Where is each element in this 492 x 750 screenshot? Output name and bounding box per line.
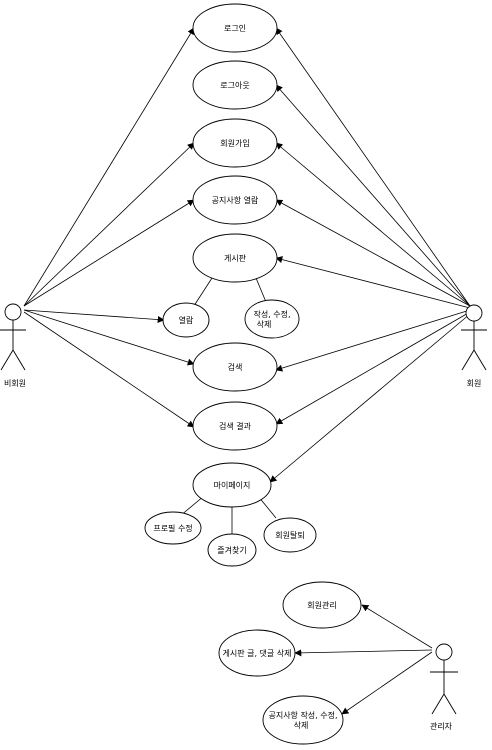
usecase-notice-manage-label-1: 공지사항 작성, 수정, [268,710,337,720]
usecase-board-write-label-1: 작성, 수정, [253,309,290,319]
usecase-mypage-label: 마이페이지 [214,480,251,490]
edge-guest-search-result [23,311,195,428]
actor-guest[interactable]: 비회원 [0,303,26,388]
usecase-member-manage-label: 회원관리 [307,600,336,610]
usecase-board-write[interactable]: 작성, 수정, 삭제 [244,299,300,339]
actor-member-label: 회원 [467,379,482,388]
edge-mypage-profile [179,495,205,517]
actor-guest-label: 비회원 [4,379,26,388]
usecase-mypage[interactable]: 마이페이지 [192,462,272,508]
usecase-withdraw-label: 회원탈퇴 [275,530,304,540]
usecase-search-label: 검색 [228,362,243,372]
actor-member-head [465,304,483,322]
actor-admin-label: 관리자 [430,721,453,731]
usecase-withdraw[interactable]: 회원탈퇴 [263,517,317,553]
member-associations [269,27,471,483]
edge-member-signup [275,142,471,307]
edge-member-login [275,27,471,307]
edge-admin-member-manage [361,604,433,649]
usecase-notice-manage[interactable]: 공지사항 작성, 수정, 삭제 [262,695,344,745]
usecase-favorites-label: 즐겨찾기 [217,545,246,555]
usecase-search-result[interactable]: 검색 결과 [192,401,278,451]
edge-member-mypage [269,313,471,483]
actor-admin[interactable]: 관리자 [430,643,458,731]
edge-member-search-result [275,311,471,425]
edge-admin-notice-manage [341,651,433,715]
usecase-logout[interactable]: 로그아웃 [192,60,278,110]
usecase-signup-label: 회원가입 [220,139,249,148]
usecase-login-label: 로그인 [224,23,246,33]
edge-member-search [275,309,471,372]
usecase-board-view-label: 열람 [179,316,194,325]
usecase-post-comment-delete[interactable]: 게시판 글, 댓글 삭제 [218,629,296,677]
usecase-post-comment-delete-label: 게시판 글, 댓글 삭제 [222,648,291,658]
usecase-notice-manage-label-2: 삭제 [294,720,309,730]
edge-guest-board-view [23,309,165,324]
edge-member-notice [275,199,471,307]
usecase-signup[interactable]: 회원가입 [192,118,278,168]
usecase-board-label: 게시판 [224,253,247,263]
usecase-logout-label: 로그아웃 [220,80,249,90]
usecase-notice-view[interactable]: 공지사항 열람 [192,175,278,225]
usecase-board-view[interactable]: 열람 [162,302,210,338]
usecase-profile-edit[interactable]: 프로필 수정 [144,511,202,545]
usecase-board[interactable]: 게시판 [192,233,278,283]
usecase-profile-edit-label: 프로필 수정 [153,523,192,533]
admin-associations [294,604,433,715]
usecase-notice-view-label: 공지사항 열람 [212,196,259,205]
usecase-search-result-label: 검색 결과 [219,421,252,431]
usecase-board-write-label-2: 삭제 [257,319,272,329]
edge-member-board [275,256,471,309]
guest-associations [23,27,195,428]
edge-member-logout [275,84,471,307]
usecase-search[interactable]: 검색 [192,342,278,392]
edge-guest-notice [23,199,195,307]
actor-member[interactable]: 회원 [461,304,487,388]
edge-guest-login [23,27,195,307]
edge-admin-post-delete [294,649,433,657]
usecase-login[interactable]: 로그인 [192,3,278,53]
edge-board-write [255,277,267,303]
edge-guest-search [23,309,195,366]
actor-guest-head [4,303,22,321]
usecase-favorites[interactable]: 즐겨찾기 [207,533,257,567]
actor-admin-head [435,643,453,661]
edge-guest-signup [23,142,195,307]
usecase-member-manage[interactable]: 회원관리 [282,581,362,629]
